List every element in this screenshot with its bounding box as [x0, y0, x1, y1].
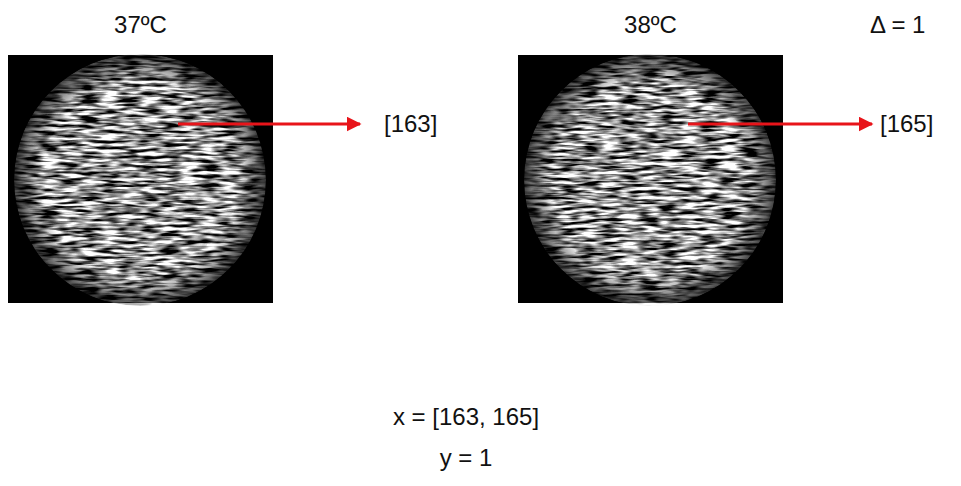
value-label: [163] [384, 109, 437, 139]
delta-label: Δ = 1 [870, 10, 925, 40]
equation-label: y = 1 [440, 443, 493, 473]
speckle-frame: 38ºC [518, 55, 783, 303]
temperature-heading: 37ºC [8, 10, 273, 40]
pointer-arrow [178, 123, 360, 126]
value-label: [165] [880, 109, 933, 139]
temperature-heading: 38ºC [518, 10, 783, 40]
equation-label: x = [163, 165] [393, 402, 539, 432]
speckle-image [8, 52, 273, 308]
pointer-arrow [688, 123, 872, 126]
speckle-frame: 37ºC [8, 55, 273, 303]
speckle-image [518, 52, 783, 308]
